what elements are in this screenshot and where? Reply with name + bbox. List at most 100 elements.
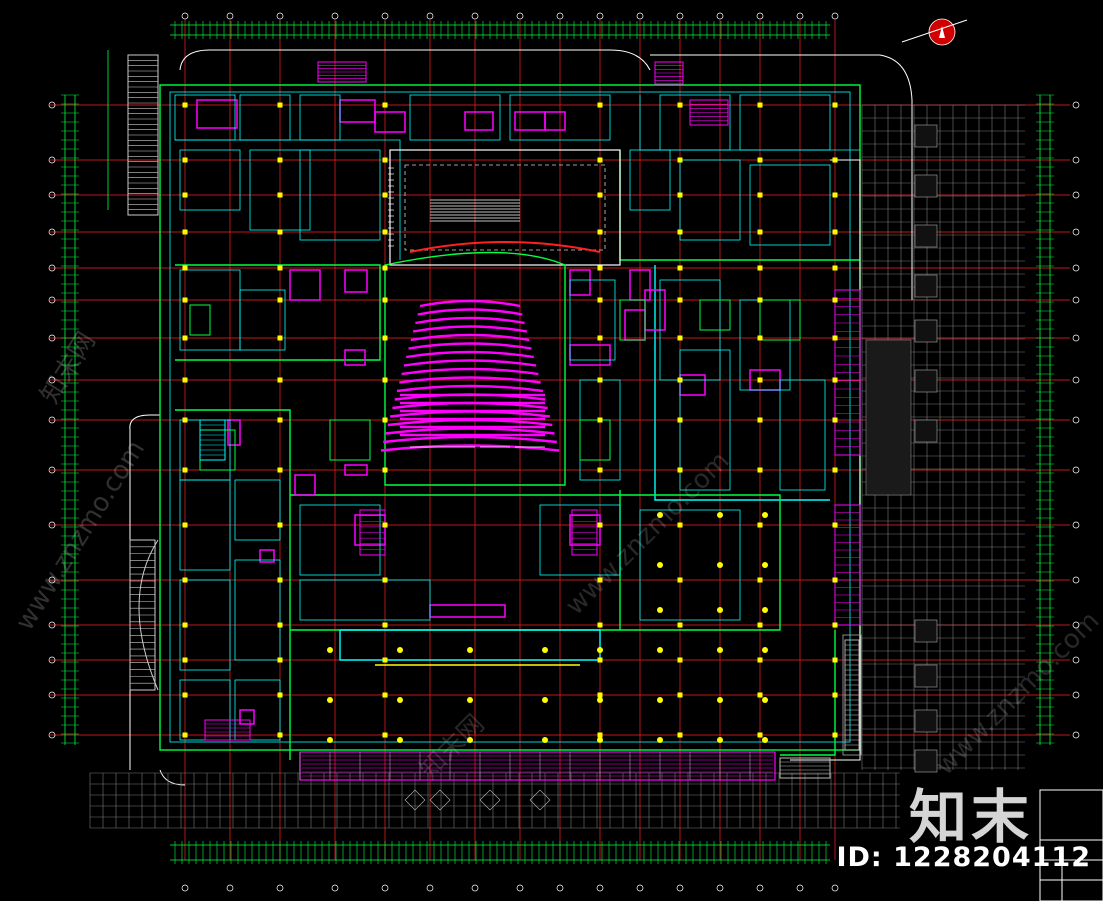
axis-bubble-icon <box>1072 466 1080 474</box>
axis-bubble-icon <box>716 12 724 20</box>
column <box>677 732 683 738</box>
room-fixture <box>344 349 366 366</box>
room-outline <box>759 299 801 341</box>
column <box>597 647 603 653</box>
column <box>677 657 683 663</box>
column <box>277 522 283 528</box>
column <box>182 192 188 198</box>
column <box>182 102 188 108</box>
column <box>832 265 838 271</box>
column <box>832 732 838 738</box>
planter <box>914 174 938 198</box>
column <box>382 622 388 628</box>
column <box>382 692 388 698</box>
column <box>382 297 388 303</box>
axis-bubble-icon <box>636 884 644 892</box>
room-outline <box>569 279 616 361</box>
seat-row <box>396 384 544 393</box>
column <box>382 417 388 423</box>
column <box>467 647 473 653</box>
column <box>277 157 283 163</box>
axis-bubble-icon <box>226 884 234 892</box>
room-outline <box>234 559 281 661</box>
column <box>762 697 768 703</box>
column <box>597 622 603 628</box>
seat-row <box>380 444 560 452</box>
paving-diamond <box>479 789 501 811</box>
column <box>757 577 763 583</box>
seat-row <box>403 359 537 367</box>
column <box>597 377 603 383</box>
column <box>717 697 723 703</box>
room-outline <box>299 94 341 141</box>
column <box>277 577 283 583</box>
room-outline <box>679 159 741 241</box>
room-outline <box>299 149 381 241</box>
column <box>677 467 683 473</box>
room-outline <box>179 149 241 211</box>
axis-bubble-icon <box>48 691 56 699</box>
room-fixture <box>294 474 316 496</box>
axis-bubble-icon <box>1072 101 1080 109</box>
column <box>182 157 188 163</box>
axis-bubble-icon <box>1072 691 1080 699</box>
axis-bubble-icon <box>426 884 434 892</box>
column <box>182 297 188 303</box>
seat-row <box>401 367 539 376</box>
axis-bubble-icon <box>48 621 56 629</box>
column <box>182 522 188 528</box>
staircases <box>127 54 861 779</box>
room-outline <box>619 299 646 341</box>
column <box>382 522 388 528</box>
axis-bubble-icon <box>1072 656 1080 664</box>
seat-row <box>419 299 521 308</box>
column <box>382 732 388 738</box>
staircase <box>834 504 861 626</box>
north-arrow-icon <box>901 18 968 46</box>
axis-bubble-icon <box>1072 228 1080 236</box>
room-fixture <box>464 111 494 131</box>
room-fixture <box>569 514 601 546</box>
column <box>182 377 188 383</box>
column <box>182 657 188 663</box>
axis-bubble-icon <box>48 731 56 739</box>
room-fixture <box>544 111 566 131</box>
room-outline <box>299 579 431 621</box>
room-outline <box>539 504 621 576</box>
axis-bubble-icon <box>1072 521 1080 529</box>
watermark-logo: 知末 <box>908 783 1033 851</box>
column <box>757 732 763 738</box>
column <box>677 265 683 271</box>
column <box>327 697 333 703</box>
seat-row <box>399 376 541 384</box>
column <box>397 737 403 743</box>
column <box>597 467 603 473</box>
column <box>382 577 388 583</box>
column <box>182 265 188 271</box>
column <box>277 297 283 303</box>
column <box>832 577 838 583</box>
column <box>597 522 603 528</box>
axis-bubble-icon <box>516 884 524 892</box>
column <box>677 335 683 341</box>
planter <box>914 319 938 343</box>
axis-bubble-icon <box>676 12 684 20</box>
axis-bubble-icon <box>1072 156 1080 164</box>
paving-diamond <box>404 789 426 811</box>
axis-bubble-icon <box>381 884 389 892</box>
room-fixture <box>259 549 275 563</box>
axis-bubble-icon <box>1072 296 1080 304</box>
column <box>657 697 663 703</box>
staircase <box>571 509 598 556</box>
axis-bubble-icon <box>48 416 56 424</box>
room-outline <box>234 479 281 541</box>
dimension-lines <box>61 21 1054 864</box>
planter <box>914 124 938 148</box>
room-outline <box>189 304 211 336</box>
column <box>757 102 763 108</box>
staircase-outline <box>779 757 831 779</box>
column <box>677 522 683 528</box>
column <box>277 657 283 663</box>
axis-bubble-icon <box>48 264 56 272</box>
